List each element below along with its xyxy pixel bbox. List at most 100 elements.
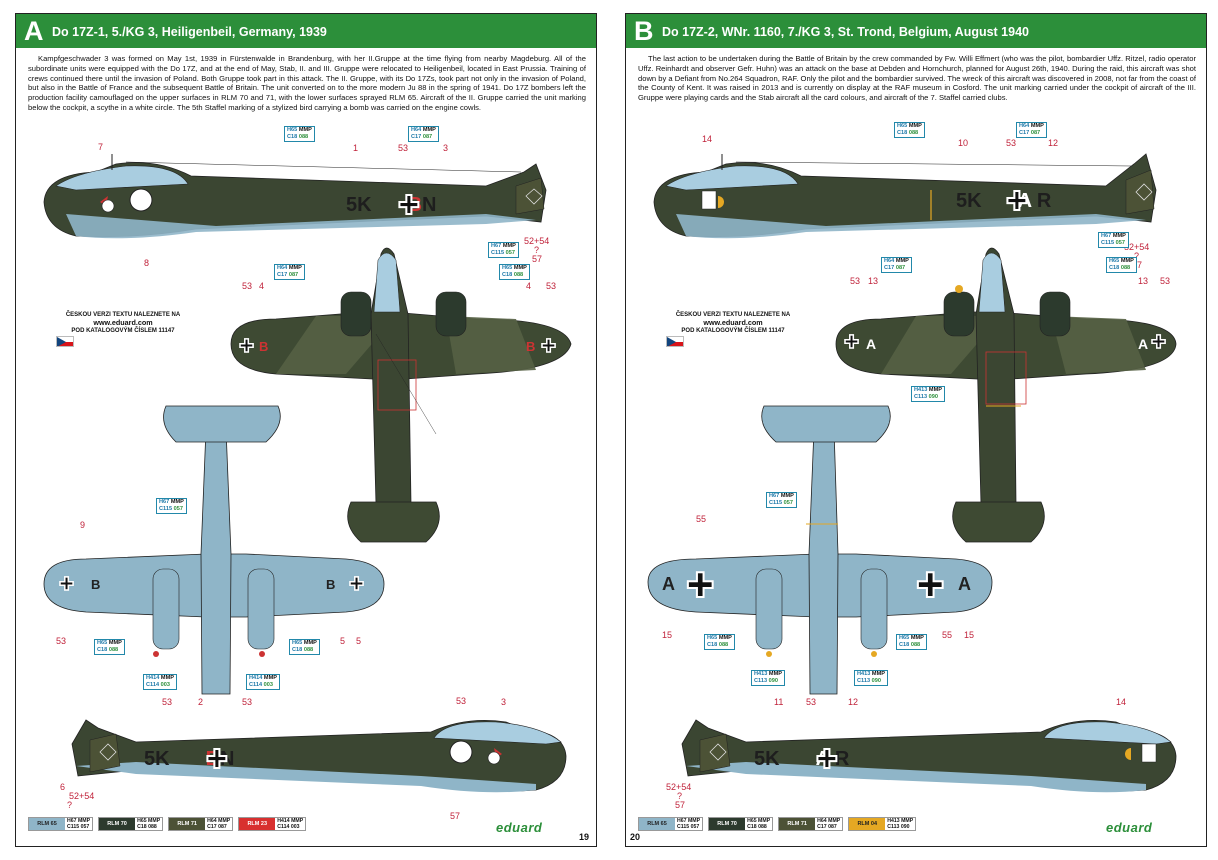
callout: 5 — [340, 636, 346, 646]
callout: 5 — [356, 636, 362, 646]
aircraft-drawings — [43, 154, 572, 793]
balkenkreuz-icon: ✚ — [205, 743, 229, 775]
wing-code: A — [866, 336, 877, 352]
callout: 57 — [675, 800, 686, 810]
profile-letter: B — [634, 16, 654, 46]
callout: 53 — [56, 636, 67, 646]
page-b: B Do 17Z-2, WNr. 1160, 7./KG 3, St. Tron… — [625, 13, 1207, 847]
callout: 14 — [1116, 697, 1127, 707]
bottom-view — [647, 405, 993, 695]
callout: 57 — [450, 811, 461, 821]
callout: 12 — [848, 697, 859, 707]
side-view-bottom — [681, 719, 1177, 793]
page-a: A Do 17Z-1, 5./KG 3, Heiligenbeil, Germa… — [15, 13, 597, 847]
balkenkreuz-icon: ✚ — [397, 189, 421, 221]
balkenkreuz-icon: ✚ — [348, 573, 365, 595]
side-view-top — [653, 153, 1157, 239]
callout: 4 — [526, 281, 532, 291]
callout: 57 — [532, 254, 543, 264]
callout: 3 — [443, 143, 449, 153]
wing-code: B — [91, 577, 101, 592]
callout: 53 — [242, 281, 253, 291]
callout: 53 — [850, 276, 861, 286]
callout: 53 — [1160, 276, 1171, 286]
balkenkreuz-icon: ✚ — [540, 335, 557, 357]
callout: 15 — [964, 630, 975, 640]
callout: 2 — [198, 697, 204, 707]
callout: 3 — [501, 697, 507, 707]
brand-logo: eduard — [1106, 820, 1153, 835]
top-view — [230, 247, 572, 543]
callout: 53 — [1006, 138, 1017, 148]
callout: 8 — [144, 258, 150, 268]
callout: 7 — [98, 142, 104, 152]
profile-header: B Do 17Z-2, WNr. 1160, 7./KG 3, St. Tron… — [626, 14, 1206, 48]
callout: 6 — [60, 782, 66, 792]
side-view-top — [43, 154, 547, 239]
czech-note: ČESKOU VERZI TEXTU NALEZNETE NA www.edua… — [65, 312, 181, 334]
balkenkreuz-icon: ✚ — [685, 566, 715, 606]
page-number: 20 — [630, 832, 641, 842]
wing-code: A — [958, 574, 971, 594]
wing-code: A — [1138, 336, 1149, 352]
callout: 13 — [868, 276, 879, 286]
callout: 55 — [942, 630, 953, 640]
callout: 57 — [1132, 260, 1143, 270]
callout: 1 — [353, 143, 359, 153]
wing-code: B — [326, 577, 336, 592]
callout: 14 — [702, 134, 713, 144]
aircraft-drawings — [647, 153, 1177, 793]
czech-flag-icon — [666, 336, 684, 347]
callout: 52+54 — [69, 791, 95, 801]
balkenkreuz-icon: ✚ — [1150, 331, 1167, 353]
czech-note: ČESKOU VERZI TEXTU NALEZNETE NA www.edua… — [675, 312, 791, 334]
profile-title: Do 17Z-1, 5./KG 3, Heiligenbeil, Germany… — [52, 25, 327, 39]
callout: 10 — [958, 138, 969, 148]
wing-code: B — [526, 339, 536, 354]
brand-logo: eduard — [496, 820, 543, 835]
callout: ? — [67, 800, 73, 810]
callout: 53 — [242, 697, 253, 707]
callout: 52+54 — [1124, 242, 1150, 252]
callout: ? — [677, 791, 683, 801]
callout: 55 — [696, 514, 707, 524]
czech-flag-icon — [56, 336, 74, 347]
wing-code: A — [662, 574, 675, 594]
bottom-view — [43, 405, 385, 695]
balkenkreuz-icon: ✚ — [815, 743, 839, 775]
callout: 11 — [774, 697, 784, 707]
callout: 9 — [80, 520, 86, 530]
wing-code: B — [259, 339, 269, 354]
profile-letter: A — [24, 16, 44, 46]
